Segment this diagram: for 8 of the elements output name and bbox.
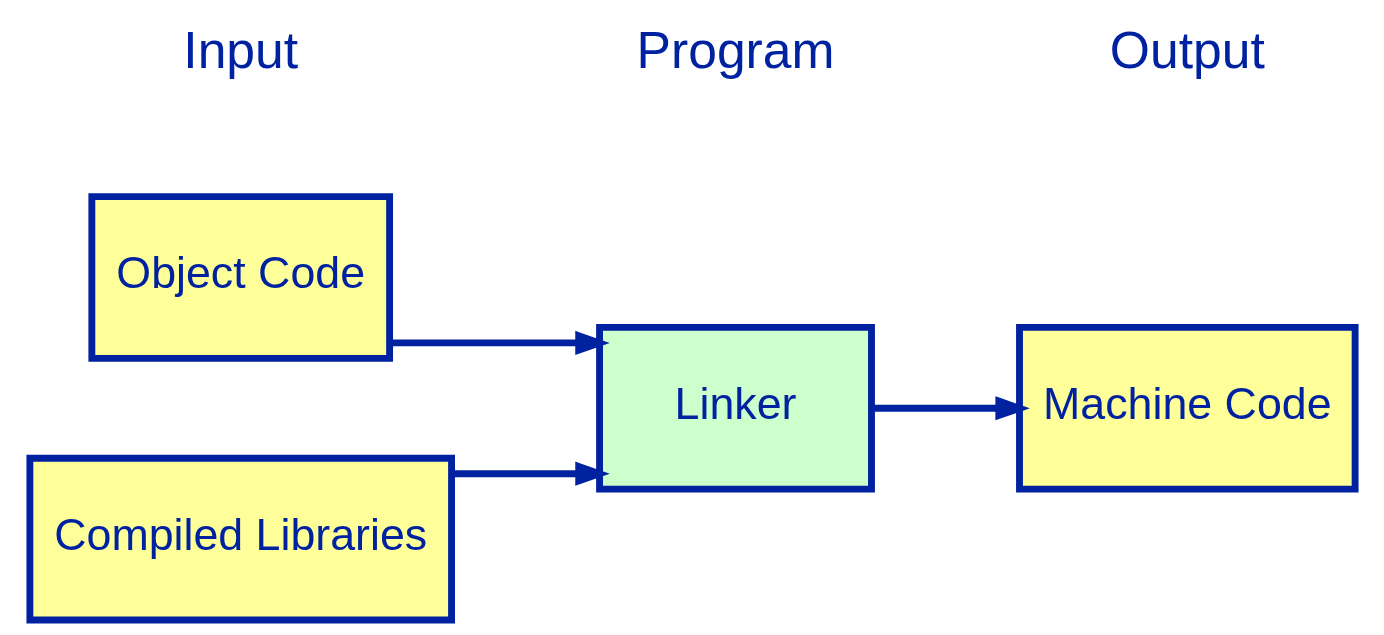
arrow	[871, 396, 1030, 421]
node-box: Machine Code	[1015, 323, 1359, 493]
node-box: Object Code	[87, 193, 393, 362]
label: Program	[636, 21, 835, 80]
node-box: Linker	[595, 323, 875, 493]
label: Output	[1109, 21, 1265, 80]
node-box: Compiled Libraries	[25, 454, 455, 624]
label: Input	[182, 21, 298, 80]
